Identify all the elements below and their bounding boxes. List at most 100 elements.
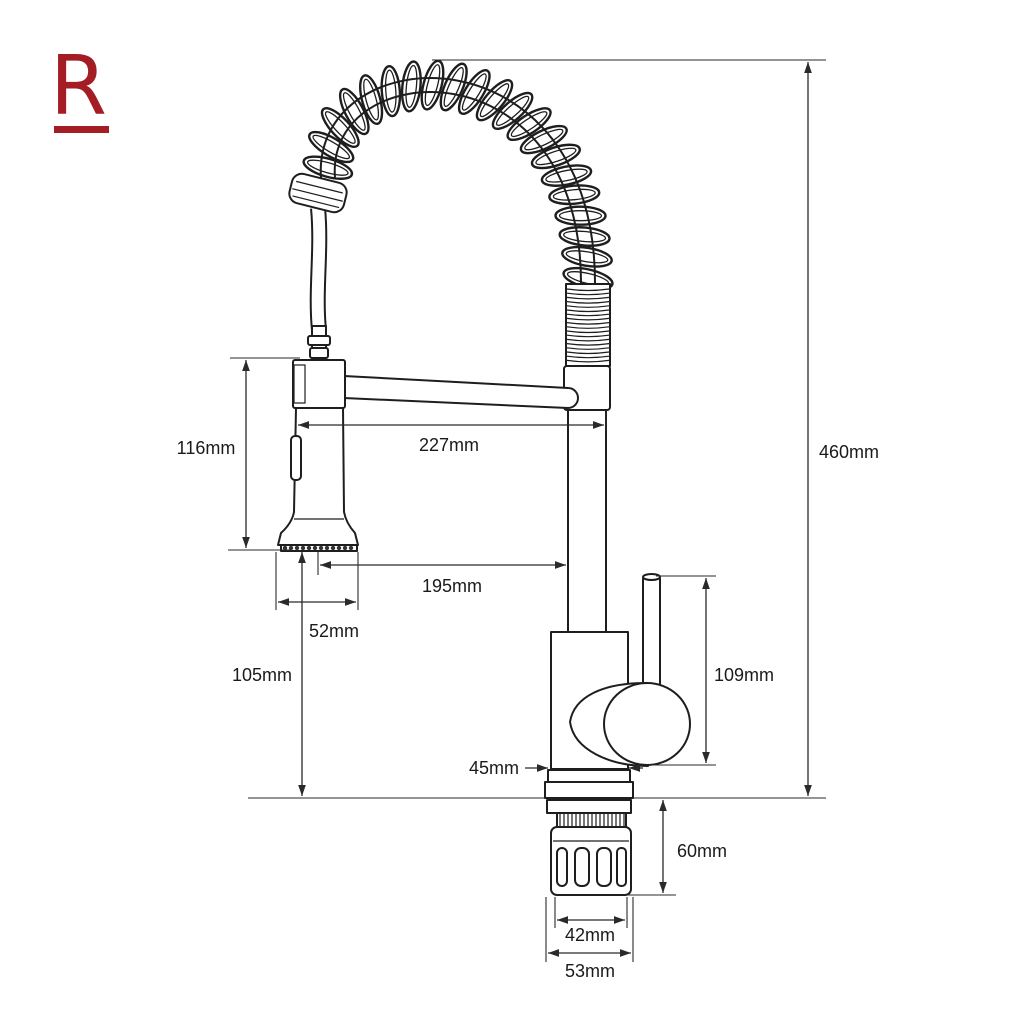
spring-coil-loop-inner bbox=[306, 159, 349, 176]
pull-down-hose bbox=[309, 77, 597, 331]
mounting-hardware bbox=[546, 799, 632, 896]
spring-coil-loop bbox=[561, 245, 613, 268]
spray-nozzle bbox=[330, 545, 336, 551]
spring-dense-turn bbox=[566, 343, 610, 346]
spring-coil-loop-inner bbox=[563, 230, 607, 243]
spring-dense-turn bbox=[566, 355, 610, 359]
spray-nozzles bbox=[282, 545, 354, 551]
brand-logo-underline bbox=[54, 126, 109, 133]
spring-coil-loop bbox=[558, 226, 611, 247]
spring-dense-turn bbox=[566, 351, 610, 355]
spray-nozzle bbox=[342, 545, 348, 551]
mounting-nut-rib bbox=[574, 847, 590, 887]
hose-collar-ring bbox=[288, 172, 348, 214]
handle-height-label: 109mm bbox=[714, 665, 774, 685]
hose-collar-groove bbox=[292, 188, 343, 202]
spray-head bbox=[277, 359, 359, 552]
spray-head-clamp bbox=[292, 359, 346, 409]
spring-coil-loop bbox=[530, 143, 581, 170]
spring-coil-loop-outer bbox=[439, 62, 468, 112]
spring-dense-turn bbox=[566, 288, 610, 292]
mounting-nut-rib bbox=[616, 847, 627, 887]
shank-diameter-label: 42mm bbox=[565, 925, 615, 945]
spring-coil-loop bbox=[457, 69, 491, 115]
spring-dense-turn bbox=[566, 330, 610, 334]
spring-coil-loop bbox=[400, 60, 422, 113]
spring-dense-turn bbox=[566, 359, 610, 363]
base-diameter-label: 53mm bbox=[565, 961, 615, 981]
spring-coil-loop bbox=[519, 124, 568, 155]
spray-nozzle bbox=[324, 545, 330, 551]
spray-nozzle bbox=[348, 545, 354, 551]
spring-coil-loop bbox=[308, 130, 355, 164]
lever-rod bbox=[642, 575, 661, 689]
spring-coil-loop bbox=[491, 91, 534, 131]
spring-coil-loop bbox=[420, 59, 445, 111]
spring-dense-turn bbox=[566, 305, 610, 308]
lever-handle bbox=[642, 573, 661, 689]
spring-coil-loop bbox=[359, 74, 384, 126]
mounting-nut-rib bbox=[596, 847, 612, 887]
spring-coil-loop-outer bbox=[530, 143, 581, 170]
spring-coil-loop bbox=[302, 155, 354, 180]
spring-coil-loop-outer bbox=[359, 74, 384, 126]
handle-cartridge-face bbox=[603, 682, 691, 766]
body-diameter-label: 45mm bbox=[469, 758, 519, 778]
spring-coil-loop-outer bbox=[540, 164, 593, 187]
spring-coil-loop-outer bbox=[554, 205, 607, 226]
spring-coil-loop-inner bbox=[342, 92, 366, 131]
spray-head-height-label: 116mm bbox=[177, 438, 236, 458]
spring-coil-loop-outer bbox=[548, 184, 601, 206]
base-ring bbox=[547, 769, 631, 783]
spring-coil-loop-inner bbox=[524, 128, 564, 151]
spray-head-clamp-recess bbox=[293, 364, 306, 404]
spring-coil-loop-inner bbox=[565, 250, 609, 264]
spring-dense-turn bbox=[566, 347, 610, 350]
spring-coil-loop-outer bbox=[506, 107, 552, 142]
handle-cartridge bbox=[569, 682, 691, 767]
base-escutcheon bbox=[544, 781, 634, 799]
spring-coil-loop-inner bbox=[510, 111, 548, 138]
spring-coil-loop-outer bbox=[561, 245, 613, 268]
spring-dense-turn bbox=[566, 334, 610, 338]
spring-coil-loop bbox=[540, 164, 593, 187]
spring-dense-section bbox=[565, 283, 611, 367]
spring-coil-loop-outer bbox=[308, 130, 355, 164]
spring-coil-loop-inner bbox=[552, 188, 596, 201]
spring-coil-loop-outer bbox=[400, 60, 422, 113]
total-height-label: 460mm bbox=[819, 442, 879, 462]
spray-nozzle bbox=[300, 545, 306, 551]
spring-coil-loop-outer bbox=[457, 69, 491, 115]
reach-label: 227mm bbox=[419, 435, 479, 455]
spring-coil-loop-inner bbox=[363, 78, 380, 121]
spring-dense-turn bbox=[566, 301, 610, 304]
faucet bbox=[277, 59, 691, 896]
spray-holder-arm bbox=[343, 375, 579, 409]
spring-coil-loop bbox=[548, 184, 601, 206]
spring-coil-loop bbox=[338, 87, 370, 136]
spring-dense-turn bbox=[566, 322, 610, 325]
spring-coil-loop bbox=[380, 64, 402, 118]
spray-head-body bbox=[277, 407, 359, 546]
shank-length-label: 60mm bbox=[677, 841, 727, 861]
spray-nozzle bbox=[336, 545, 342, 551]
deck-base bbox=[544, 769, 634, 799]
spring-coil-loop-outer bbox=[302, 155, 354, 180]
spring-coil-loop bbox=[320, 107, 360, 148]
hose-connector-ferrule bbox=[309, 347, 329, 359]
spring-coil-loop-inner bbox=[495, 95, 530, 126]
hose-drop-fill bbox=[311, 207, 326, 331]
spring-dense-turn bbox=[566, 309, 610, 313]
spring-coil-loop-outer bbox=[380, 64, 402, 118]
spring-coil-loop-outer bbox=[519, 124, 568, 155]
hose-collar-groove bbox=[296, 180, 343, 194]
spring-coil-loop-outer bbox=[320, 107, 360, 148]
spring-coil-loop-inner bbox=[461, 73, 487, 111]
hose-collar-groove bbox=[292, 195, 340, 209]
lever-rod-top bbox=[642, 573, 661, 581]
spring-coil-loop-outer bbox=[558, 226, 611, 247]
spring-dense-turn bbox=[566, 292, 610, 296]
dimension-labels: 116mm 227mm 195mm 52mm 105mm 109mm 45mm … bbox=[177, 435, 879, 981]
brand-logo-letter: R bbox=[50, 39, 107, 134]
